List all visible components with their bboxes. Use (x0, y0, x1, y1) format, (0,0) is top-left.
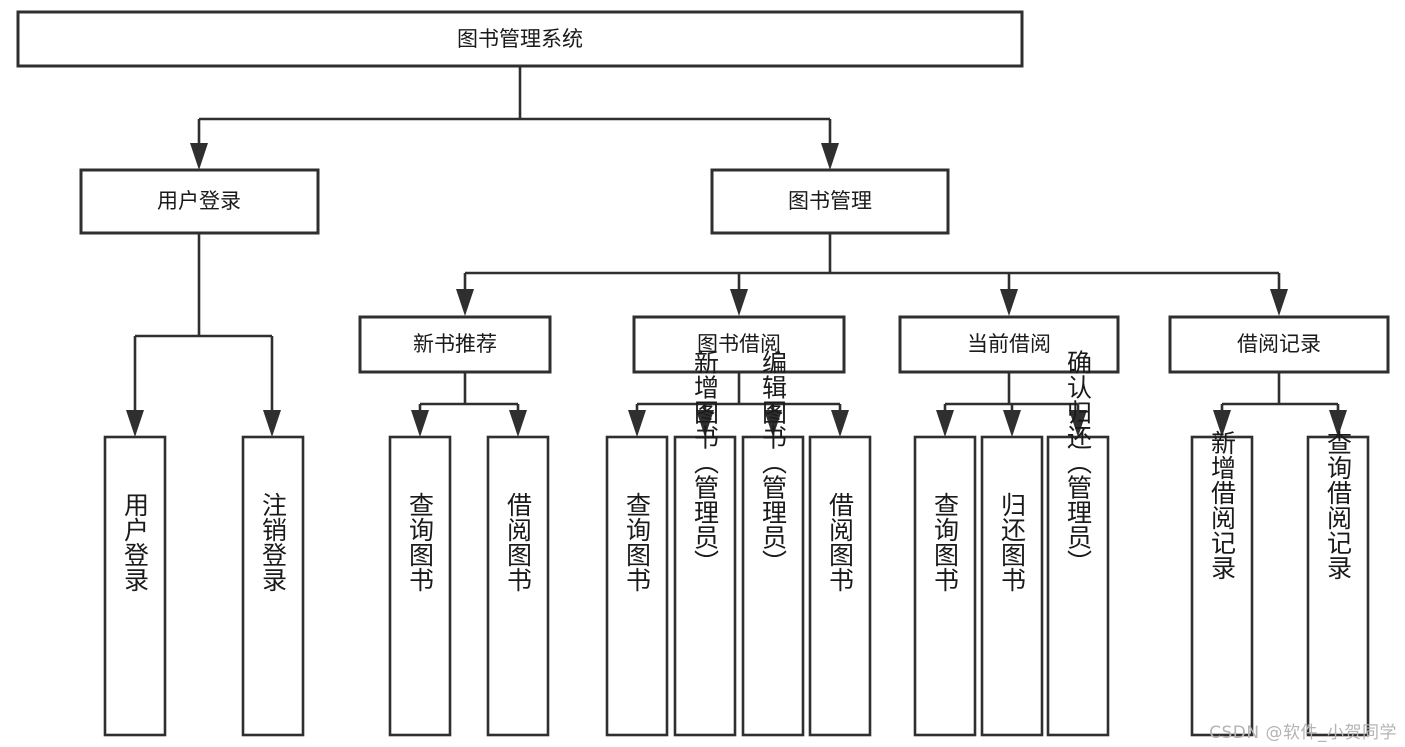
arrow-head-leaf-query-book-3 (936, 410, 954, 437)
leaf-borrow-book-2-label: 借阅图书 (826, 492, 855, 592)
arrow-head-book-management (821, 143, 839, 170)
node-book-borrow-box[interactable] (632, 315, 846, 374)
node-user-login[interactable]: 用户登录 (79, 168, 320, 235)
node-current-borrow-box[interactable] (898, 315, 1120, 374)
node-current-borrow[interactable]: 当前借阅 (898, 315, 1120, 374)
leaf-logout-login-box[interactable] (241, 435, 305, 737)
arrow-head-leaf-return-book (1003, 410, 1021, 437)
arrow-head-book-borrow (730, 289, 748, 316)
leaf-add-book[interactable]: 新增图书（管理员） (673, 350, 737, 737)
leaf-logout-login[interactable]: 注销登录 (241, 435, 305, 737)
arrow-head-leaf-borrow-book-1 (509, 410, 527, 437)
arrow-head-new-book-recommend (456, 289, 474, 316)
node-book-borrow-label: 图书借阅 (697, 332, 781, 356)
leaf-confirm-return-label: 确认归还（管理员） (1064, 350, 1093, 575)
leaf-user-login-box[interactable] (103, 435, 167, 737)
leaf-query-book-2-box[interactable] (605, 435, 669, 737)
arrow-head-leaf-logout-login (263, 410, 281, 437)
node-book-management-box[interactable] (710, 168, 950, 235)
leaf-query-book-2-label: 查询图书 (623, 492, 652, 592)
leaf-user-login[interactable]: 用户登录 (103, 435, 167, 737)
leaf-user-login-label: 用户登录 (121, 492, 150, 592)
leaf-query-book-3-label: 查询图书 (931, 492, 960, 592)
arrow-head-leaf-query-book-1 (411, 410, 429, 437)
node-borrow-record-label: 借阅记录 (1237, 332, 1321, 356)
arrow-head-leaf-query-record (1329, 410, 1347, 437)
node-new-book-recommend-box[interactable] (358, 315, 552, 374)
leaf-query-record-label: 查询借阅记录 (1324, 430, 1353, 580)
leaf-borrow-book-2[interactable]: 借阅图书 (808, 435, 872, 737)
arrow-head-user-login (190, 143, 208, 170)
node-book-management[interactable]: 图书管理 (710, 168, 950, 235)
leaf-query-book-2[interactable]: 查询图书 (605, 435, 669, 737)
node-user-login-label: 用户登录 (157, 189, 241, 213)
leaf-query-book-3[interactable]: 查询图书 (913, 435, 977, 737)
node-new-book-recommend[interactable]: 新书推荐 (358, 315, 552, 374)
leaf-query-book-3-box[interactable] (913, 435, 977, 737)
leaf-query-book-1[interactable]: 查询图书 (388, 435, 452, 737)
leaf-borrow-book-1[interactable]: 借阅图书 (486, 435, 550, 737)
leaf-borrow-book-1-box[interactable] (486, 435, 550, 737)
node-new-book-recommend-label: 新书推荐 (413, 332, 497, 356)
leaf-confirm-return[interactable]: 确认归还（管理员） (1046, 350, 1110, 737)
leaf-confirm-return-box[interactable] (1046, 435, 1110, 737)
leaf-edit-book[interactable]: 编辑图书（管理员） (741, 350, 805, 737)
leaf-query-record-box[interactable] (1306, 435, 1370, 737)
leaf-query-book-1-label: 查询图书 (406, 492, 435, 592)
leaf-query-book-1-box[interactable] (388, 435, 452, 737)
csdn-watermark: CSDN @软件_小贺同学 (1209, 723, 1397, 743)
arrow-head-leaf-user-login (126, 410, 144, 437)
arrow-head-leaf-add-book (696, 410, 714, 437)
node-user-login-box[interactable] (79, 168, 320, 235)
leaf-add-book-label: 新增图书（管理员） (691, 350, 720, 575)
node-root-box[interactable] (16, 10, 1024, 68)
leaf-borrow-book-2-box[interactable] (808, 435, 872, 737)
leaf-edit-book-box[interactable] (741, 435, 805, 737)
leaf-add-record-label: 新增借阅记录 (1208, 430, 1237, 580)
node-root-label: 图书管理系统 (457, 27, 583, 51)
leaf-return-book[interactable]: 归还图书 (980, 435, 1044, 737)
node-book-management-label: 图书管理 (788, 189, 872, 213)
arrow-head-current-borrow (1000, 289, 1018, 316)
arrow-head-leaf-query-book-2 (628, 410, 646, 437)
leaf-add-book-box[interactable] (673, 435, 737, 737)
leaf-logout-login-label: 注销登录 (259, 492, 288, 592)
node-borrow-record[interactable]: 借阅记录 (1168, 315, 1390, 374)
arrow-head-borrow-record (1270, 289, 1288, 316)
arrow-head-leaf-borrow-book-2 (831, 410, 849, 437)
connector-layer (126, 66, 1347, 437)
node-book-borrow[interactable]: 图书借阅 (632, 315, 846, 374)
leaf-edit-book-label: 编辑图书（管理员） (759, 350, 788, 575)
node-root[interactable]: 图书管理系统 (16, 10, 1024, 68)
leaf-borrow-book-1-label: 借阅图书 (504, 492, 533, 592)
leaf-return-book-label: 归还图书 (998, 492, 1027, 592)
arrow-head-leaf-confirm-return (1069, 410, 1087, 437)
leaf-add-record[interactable]: 新增借阅记录 (1190, 430, 1254, 737)
leaf-add-record-box[interactable] (1190, 435, 1254, 737)
arrow-head-leaf-add-record (1213, 410, 1231, 437)
leaf-return-book-box[interactable] (980, 435, 1044, 737)
arrow-head-leaf-edit-book (764, 410, 782, 437)
node-current-borrow-label: 当前借阅 (967, 332, 1051, 356)
leaf-query-record[interactable]: 查询借阅记录 (1306, 430, 1370, 737)
node-borrow-record-box[interactable] (1168, 315, 1390, 374)
